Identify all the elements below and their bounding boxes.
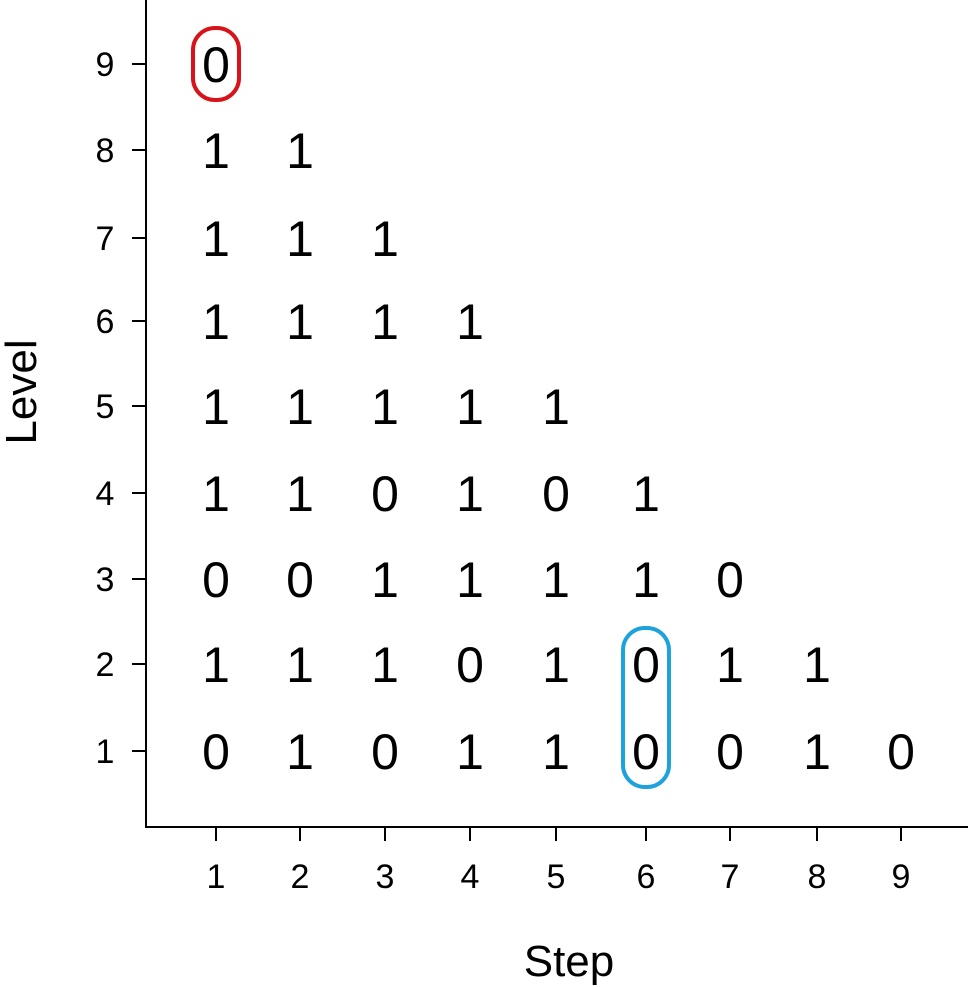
y-tick-label: 8 — [96, 132, 115, 170]
y-tick-label: 3 — [96, 561, 115, 599]
highlight-box — [621, 626, 671, 789]
cell-value: 0 — [202, 724, 230, 780]
y-tick-label: 4 — [96, 475, 115, 513]
cell-value: 1 — [286, 294, 314, 350]
cell-value: 1 — [456, 724, 484, 780]
cell-value: 1 — [371, 294, 399, 350]
x-tick-label: 8 — [808, 858, 827, 896]
y-tick-label: 1 — [96, 733, 115, 771]
x-axis-ticks: 1 2 3 4 5 6 7 8 9 — [207, 827, 911, 896]
y-tick-label: 6 — [96, 303, 115, 341]
cell-value: 0 — [716, 724, 744, 780]
y-tick-label: 2 — [96, 646, 115, 684]
cell-value: 0 — [456, 637, 484, 693]
cell-value: 1 — [286, 379, 314, 435]
cell-value: 1 — [202, 379, 230, 435]
y-axis-title: Level — [0, 339, 46, 444]
cell-value: 1 — [456, 552, 484, 608]
cell-value: 1 — [286, 123, 314, 179]
cell-value: 1 — [632, 466, 660, 522]
highlight-boxes — [191, 26, 671, 789]
x-tick-label: 4 — [461, 858, 480, 896]
cell-value: 1 — [286, 724, 314, 780]
cell-value: 1 — [456, 466, 484, 522]
cell-value: 1 — [632, 552, 660, 608]
cell-value: 1 — [803, 637, 831, 693]
cell-value: 0 — [716, 552, 744, 608]
cell-value: 1 — [371, 637, 399, 693]
cell-value: 1 — [542, 379, 570, 435]
cell-value: 0 — [632, 724, 660, 780]
x-tick-label: 5 — [547, 858, 566, 896]
cell-value: 1 — [202, 294, 230, 350]
cell-value: 1 — [202, 466, 230, 522]
x-tick-label: 9 — [892, 858, 911, 896]
cell-value: 0 — [202, 37, 230, 93]
cell-value: 1 — [371, 552, 399, 608]
cell-value: 1 — [286, 637, 314, 693]
y-tick-label: 5 — [96, 388, 115, 426]
cell-value: 0 — [202, 552, 230, 608]
x-tick-label: 6 — [637, 858, 656, 896]
y-tick-label: 7 — [96, 220, 115, 258]
cell-value: 1 — [286, 466, 314, 522]
cell-value: 1 — [542, 552, 570, 608]
cell-value: 1 — [542, 724, 570, 780]
cell-value: 1 — [371, 211, 399, 267]
cell-value: 0 — [286, 552, 314, 608]
cell-value: 0 — [632, 637, 660, 693]
x-axis-title: Step — [524, 937, 615, 986]
cell-value: 1 — [202, 211, 230, 267]
cell-value: 0 — [542, 466, 570, 522]
x-tick-label: 7 — [721, 858, 740, 896]
cell-value: 1 — [202, 637, 230, 693]
cell-value: 1 — [716, 637, 744, 693]
cell-value: 0 — [887, 724, 915, 780]
cell-value: 1 — [371, 379, 399, 435]
cell-value: 0 — [371, 466, 399, 522]
x-tick-label: 1 — [207, 858, 226, 896]
cell-value: 1 — [803, 724, 831, 780]
cell-value: 1 — [286, 211, 314, 267]
cell-value: 0 — [371, 724, 399, 780]
cell-value: 1 — [542, 637, 570, 693]
x-tick-label: 2 — [291, 858, 310, 896]
cell-value: 1 — [456, 294, 484, 350]
cell-value: 1 — [456, 379, 484, 435]
y-tick-label: 9 — [96, 46, 115, 84]
y-axis-ticks: 1 2 3 4 5 6 7 8 9 — [96, 46, 146, 771]
x-tick-label: 3 — [376, 858, 395, 896]
highlight-box — [191, 26, 241, 102]
cell-value: 1 — [202, 123, 230, 179]
